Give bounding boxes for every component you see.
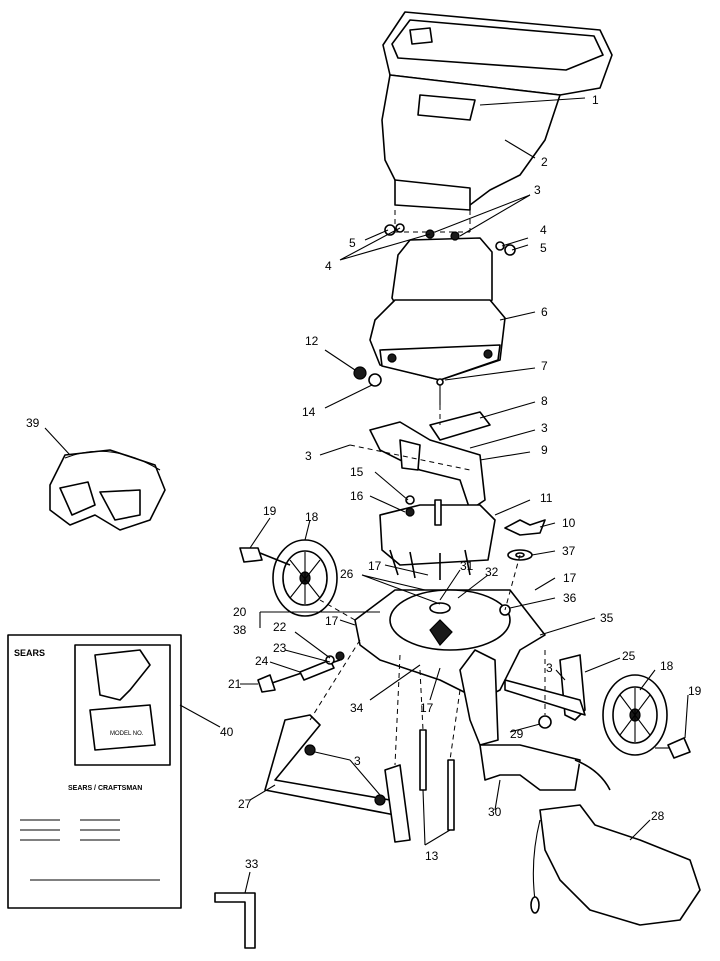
callout-2: 2 (541, 155, 548, 169)
assembly-lines (309, 405, 546, 766)
callout-10: 10 (562, 516, 576, 530)
callout-38: 38 (233, 623, 247, 637)
callout-19: 19 (688, 684, 702, 698)
callout-30: 30 (488, 805, 502, 819)
callout-3: 3 (541, 421, 548, 435)
impeller (379, 495, 496, 580)
callout-12: 12 (305, 334, 319, 348)
callout-7: 7 (541, 359, 548, 373)
callout-15: 15 (350, 465, 364, 479)
callout-16: 16 (350, 489, 364, 503)
callout-19: 19 (263, 504, 277, 518)
callout-8: 8 (541, 394, 548, 408)
manual-model-text: MODEL NO. (110, 731, 144, 737)
support-legs (264, 654, 611, 843)
callout-29: 29 (510, 727, 524, 741)
callout-17: 17 (420, 701, 434, 715)
callout-18: 18 (305, 510, 319, 524)
callout-3: 3 (354, 754, 361, 768)
callout-labels: 1 2 3 4 5 5 4 6 12 7 14 8 3 3 9 15 16 11… (26, 93, 702, 871)
manual-cover-title: SEARS / CRAFTSMAN (68, 785, 142, 792)
callout-39: 39 (26, 416, 40, 430)
axle-bolts (239, 547, 691, 759)
callout-25: 25 (622, 649, 636, 663)
collection-bag (530, 804, 701, 926)
callout-17: 17 (325, 614, 339, 628)
callout-21: 21 (228, 677, 242, 691)
callout-36: 36 (563, 591, 577, 605)
callout-32: 32 (485, 565, 499, 579)
callout-31: 31 (460, 559, 474, 573)
screws (304, 715, 552, 831)
manual-brand-text: SEARS (14, 648, 45, 658)
callout-9: 9 (541, 443, 548, 457)
callout-18: 18 (660, 659, 674, 673)
callout-leaders (44, 97, 689, 894)
hopper-assembly (381, 11, 613, 211)
callout-26: 26 (340, 567, 354, 581)
callout-37: 37 (562, 544, 576, 558)
callout-27: 27 (238, 797, 252, 811)
callout-34: 34 (350, 701, 364, 715)
callout-5: 5 (349, 236, 356, 250)
callout-1: 1 (592, 93, 599, 107)
callout-22: 22 (273, 620, 287, 634)
callout-20: 20 (233, 605, 247, 619)
callout-33: 33 (245, 857, 259, 871)
callout-24: 24 (255, 654, 269, 668)
wingnut-and-washer (504, 519, 546, 561)
callout-17: 17 (563, 571, 577, 585)
callout-3: 3 (534, 183, 541, 197)
callout-5: 5 (540, 241, 547, 255)
callout-11: 11 (540, 491, 553, 505)
blade-and-deflector (349, 411, 491, 511)
callout-13: 13 (425, 849, 439, 863)
callout-4: 4 (540, 223, 547, 237)
owners-manual: SEARS MODEL NO. SEARS / CRAFTSMAN (7, 634, 182, 909)
callout-3: 3 (305, 449, 312, 463)
callout-14: 14 (302, 405, 316, 419)
base-plate (354, 589, 546, 746)
callout-17: 17 (368, 559, 382, 573)
housing-fasteners (353, 223, 516, 405)
callout-3: 3 (546, 661, 553, 675)
hex-key (214, 892, 256, 949)
top-housing (369, 210, 506, 381)
callout-28: 28 (651, 809, 665, 823)
callout-40: 40 (220, 725, 234, 739)
safety-goggles (49, 449, 166, 531)
callout-23: 23 (273, 641, 287, 655)
callout-4: 4 (325, 259, 332, 273)
callout-35: 35 (600, 611, 614, 625)
callout-6: 6 (541, 305, 548, 319)
right-wheel (602, 674, 668, 756)
